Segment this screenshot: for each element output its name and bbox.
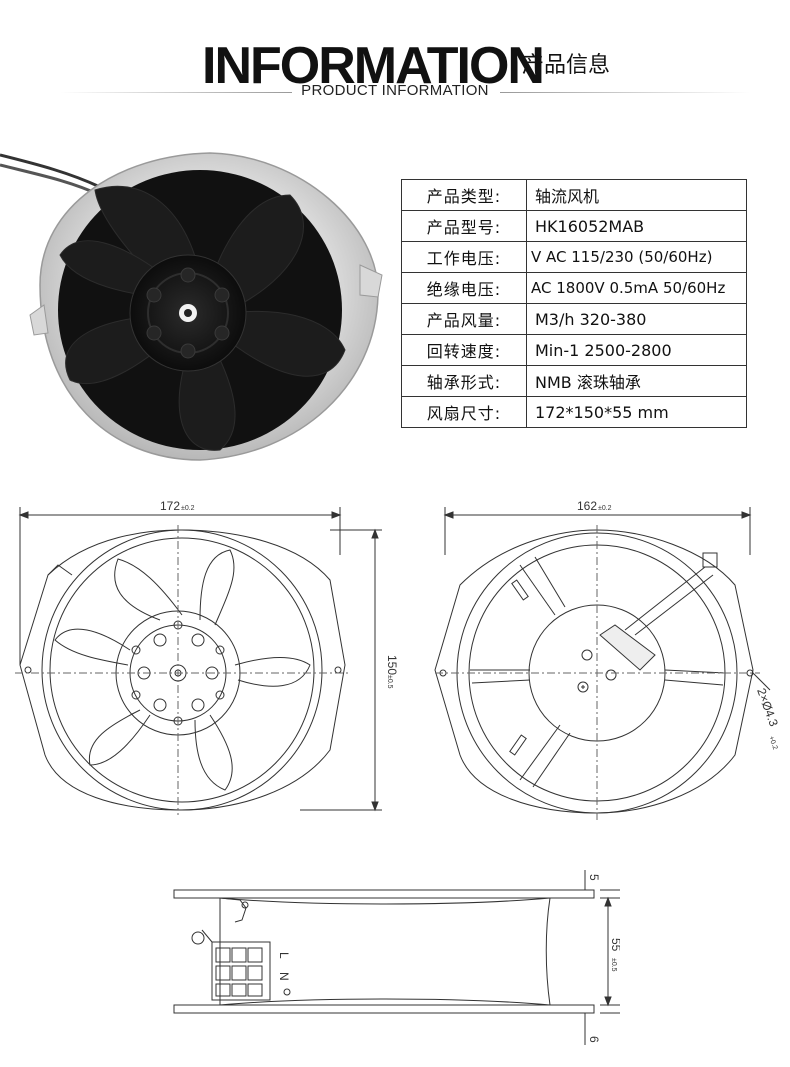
spec-value: 172*150*55 mm xyxy=(526,396,747,428)
page-subtitle: PRODUCT INFORMATION xyxy=(301,82,489,99)
back-width-tolerance: ±0.2 xyxy=(598,505,612,512)
spec-label: 产品类型: xyxy=(401,179,527,211)
spec-table: 产品类型: 轴流风机 产品型号: HK16052MAB 工作电压: V AC 1… xyxy=(401,179,747,428)
spec-value: Min-1 2500-2800 xyxy=(526,334,747,366)
side-view-drawing: L N 5 55 ±0.5 6 xyxy=(173,870,620,1045)
spec-value: M3/h 320-380 xyxy=(526,303,747,335)
back-width-label: 162 xyxy=(577,499,597,513)
table-row: 绝缘电压: AC 1800V 0.5mA 50/60Hz xyxy=(401,272,747,304)
page-header: INFORMATION 产品信息 PRODUCT INFORMATION xyxy=(0,30,790,110)
page-title-cn: 产品信息 xyxy=(522,53,611,78)
fan-product-photo xyxy=(0,152,383,461)
spec-value: V AC 115/230 (50/60Hz) xyxy=(526,241,747,273)
table-row: 回转速度: Min-1 2500-2800 xyxy=(401,334,747,366)
spec-value: HK16052MAB xyxy=(526,210,747,242)
front-height-label: 150 xyxy=(385,655,399,675)
depth-tolerance: ±0.5 xyxy=(610,958,617,972)
table-row: 风扇尺寸: 172*150*55 mm xyxy=(401,396,747,428)
header-divider-right xyxy=(500,92,750,93)
front-width-tolerance: ±0.2 xyxy=(181,505,195,512)
table-row: 产品型号: HK16052MAB xyxy=(401,210,747,242)
spec-value: 轴流风机 xyxy=(526,179,747,211)
spec-value: NMB 滚珠轴承 xyxy=(526,365,747,397)
bottom-flange-dim: 6 xyxy=(587,1036,601,1043)
spec-label: 绝缘电压: xyxy=(401,272,527,304)
spec-value: AC 1800V 0.5mA 50/60Hz xyxy=(526,272,747,304)
spec-label: 轴承形式: xyxy=(401,365,527,397)
spec-label: 回转速度: xyxy=(401,334,527,366)
page-title: INFORMATION xyxy=(202,37,545,95)
terminal-n-label: N xyxy=(277,972,291,981)
table-row: 产品类型: 轴流风机 xyxy=(401,179,747,211)
spec-label: 工作电压: xyxy=(401,241,527,273)
terminal-l-label: L xyxy=(277,952,291,959)
front-height-tolerance: ±0.5 xyxy=(386,675,393,689)
mount-hole-label: 2×Ø4.3 xyxy=(754,686,781,728)
spec-label: 产品型号: xyxy=(401,210,527,242)
table-row: 工作电压: V AC 115/230 (50/60Hz) xyxy=(401,241,747,273)
table-row: 轴承形式: NMB 滚珠轴承 xyxy=(401,365,747,397)
front-width-label: 172 xyxy=(160,499,180,513)
front-view-drawing: 172 ±0.2 150 ±0.5 xyxy=(15,499,399,815)
mount-hole-tolerance: +0.2 xyxy=(767,735,778,750)
depth-dim: 55 xyxy=(609,938,620,952)
table-row: 产品风量: M3/h 320-380 xyxy=(401,303,747,335)
spec-label: 产品风量: xyxy=(401,303,527,335)
header-divider-left xyxy=(60,92,292,93)
spec-label: 风扇尺寸: xyxy=(401,396,527,428)
top-flange-dim: 5 xyxy=(587,874,601,881)
back-view-drawing: 162 ±0.2 2×Ø4.3 +0.2 xyxy=(434,499,781,820)
